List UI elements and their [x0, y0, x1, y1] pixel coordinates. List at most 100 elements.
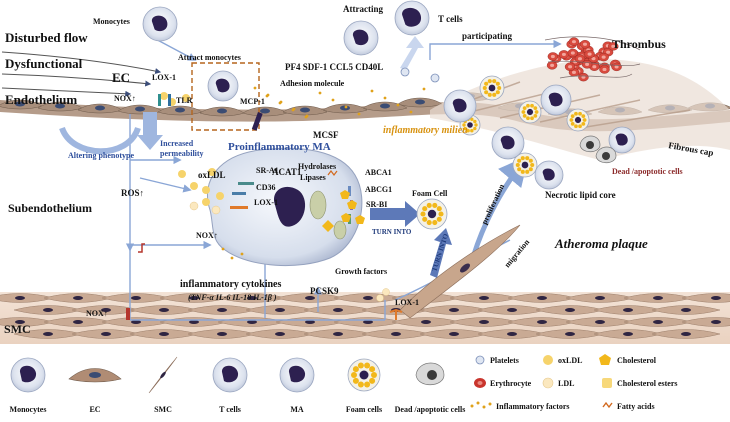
- oxldl-particle: [190, 182, 198, 190]
- inflammatory-cytokines-label: inflammatory cytokines: [180, 279, 281, 290]
- lox1-top-label: LOX-1: [152, 73, 176, 82]
- erythrocyte: [574, 54, 586, 63]
- endothelial-cell: [282, 105, 328, 116]
- legend-cell-dead-apoptotic-cells: Dead /apoptotic cells: [395, 362, 466, 414]
- chemokines-label: PF4 SDF-1 CCL5 CD40L: [285, 62, 383, 72]
- foam-cell: [416, 198, 448, 230]
- ec-label: EC: [112, 70, 130, 85]
- turn-into-arrow-1: [370, 201, 420, 227]
- fibrin-strands: [544, 36, 641, 79]
- inflammatory-factor: [291, 108, 295, 112]
- macrophage-plaque: [491, 126, 525, 160]
- foam-cell: [518, 100, 542, 124]
- acat1-label: ACAT1: [272, 167, 302, 177]
- legend-cell-smc: SMC: [148, 356, 178, 414]
- oxldl-particle: [202, 186, 210, 194]
- endothelial-cell: [199, 106, 245, 117]
- inflammatory-factor: [278, 101, 282, 105]
- particles: [126, 67, 440, 320]
- tlr-receptor: [168, 94, 171, 106]
- cytokine-list-label: (TNF-α IL-6 IL-18 IL-1β ): [188, 293, 277, 302]
- smc-cell: [477, 329, 547, 339]
- erythrocyte: [546, 61, 558, 70]
- legend-cholesterol: Cholesterol: [599, 354, 657, 365]
- thrombus: [544, 36, 641, 82]
- legend-ldl-label: LDL: [558, 379, 574, 388]
- endothelial-cell: [37, 101, 83, 112]
- legend-erythrocyte: Erythrocyte: [474, 378, 532, 388]
- oxldl-particle: [160, 92, 168, 100]
- erythrocyte: [564, 62, 576, 71]
- oxldl-particle: [182, 94, 190, 102]
- ros-label: ROS↑: [121, 188, 144, 198]
- macrophage-plaque: [443, 89, 477, 123]
- smc-label: SMC: [4, 322, 31, 336]
- legend-cell-label: Foam cells: [346, 405, 382, 414]
- cells: [142, 0, 636, 190]
- legend-inflammatory-factors: Inflammatory factors: [470, 401, 570, 411]
- erythrocyte: [608, 42, 619, 51]
- legend-cell-ma: MA: [279, 357, 315, 414]
- legend-platelets-label: Platelets: [490, 356, 519, 365]
- inflammatory-factor: [253, 86, 257, 90]
- attract-monocytes-box: [191, 62, 260, 131]
- turn-into-label-1: TURN INTO: [372, 228, 412, 236]
- foam-cell-label: Foam Cell: [412, 189, 448, 198]
- growth-factors-label: Growth factors: [335, 267, 387, 276]
- inflammatory-factor: [265, 94, 269, 98]
- platelet: [430, 73, 440, 83]
- inflammatory-factor: [221, 247, 225, 251]
- legend-erythrocyte-label: Erythrocyte: [490, 379, 532, 388]
- oxldl-mid-label: oxLDL: [198, 170, 226, 180]
- erythrocyte: [567, 48, 579, 58]
- inflammatory-milieu-label: inflammatory milieu: [383, 125, 468, 136]
- monocyte: [207, 70, 239, 102]
- attracting-arrow: [400, 36, 424, 70]
- inflammatory-factor: [357, 112, 361, 116]
- oxldl-particle: [178, 170, 186, 178]
- ldl-particle: [189, 201, 199, 211]
- inflammatory-factor: [344, 105, 348, 109]
- endothelial-cell: [322, 103, 368, 114]
- endothelium-label: Endothelium: [5, 92, 77, 107]
- attract-monocytes-label: Attract monocytes: [178, 53, 241, 62]
- adhesion-molecule-label: Adhesion molecule: [280, 79, 345, 88]
- smc-layer: [0, 292, 730, 344]
- smc-cell: [651, 305, 721, 315]
- smc-cell: [593, 329, 663, 339]
- legend-platelets: Platelets: [475, 355, 519, 365]
- legend-cell-label: SMC: [154, 405, 172, 414]
- nox-mid-marker: [138, 243, 145, 253]
- endothelial-cell: [362, 101, 408, 112]
- abca1-label: ABCA1: [365, 168, 392, 177]
- erythrocyte: [578, 72, 589, 82]
- macrophage-plaque: [540, 84, 572, 116]
- smc-cell: [565, 293, 635, 303]
- smc-cell: [449, 293, 519, 303]
- altering-arrow: [59, 126, 141, 155]
- nox-mid-label: NOX↑: [196, 231, 218, 240]
- smc-cell: [651, 329, 721, 339]
- lox1-mid-label: LOX-1: [254, 198, 278, 207]
- abcg1-label: ABCG1: [365, 185, 392, 194]
- endothelial-cell: [0, 99, 43, 110]
- smc-cell: [681, 317, 730, 327]
- proinflammatory-macrophage: [206, 147, 363, 266]
- sr-bi-label: SR-BI: [366, 200, 387, 209]
- organelles: [309, 190, 347, 240]
- thrombus-label: Thrombus: [612, 37, 666, 51]
- cholesterol-particle: [341, 213, 351, 222]
- endothelial-cell: [397, 97, 443, 108]
- altering-phenotype-label: Altering phenotype: [68, 151, 134, 160]
- lox1-receptor-bottom: [389, 308, 403, 320]
- foam-cell: [479, 75, 505, 101]
- legend-cell-label: Dead /apoptotic cells: [395, 405, 466, 414]
- mcp1-label: MCP-1: [240, 97, 265, 106]
- permeability-arrow: [137, 112, 163, 150]
- ldl-particle: [376, 294, 384, 302]
- smc-cell: [507, 293, 577, 303]
- endothelial-cell: [157, 105, 203, 116]
- inflammatory-factor: [331, 98, 335, 102]
- dead-apoptotic-cell: [595, 146, 617, 164]
